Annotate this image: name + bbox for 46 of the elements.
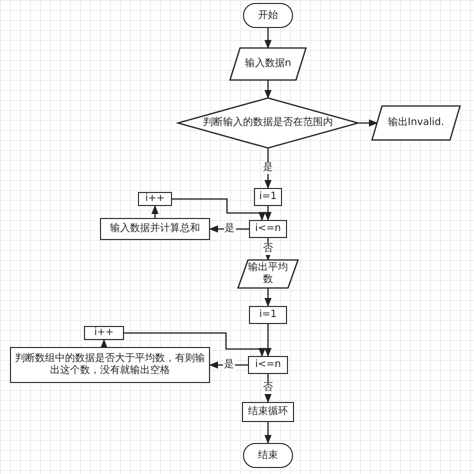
edge-label: 否 [262, 243, 274, 255]
arrow [100, 339, 108, 348]
process-box [242, 402, 294, 422]
process-box [254, 188, 282, 206]
process-box [84, 326, 124, 340]
edge-label: 是 [262, 162, 274, 174]
arrow [172, 198, 266, 221]
process-box [248, 356, 288, 374]
arrow [124, 332, 266, 357]
node-label: 判断数组中的数据是否大于平均数，有则输出这个数，没有就输出空格 [14, 353, 206, 377]
node-label: 结束循环 [247, 406, 289, 418]
process-box [249, 306, 287, 324]
arrow [151, 205, 159, 218]
edge-label: 是 [223, 359, 235, 371]
terminal-shape [243, 443, 293, 468]
terminal-shape [243, 3, 293, 28]
node-label: i++ [93, 327, 115, 339]
edge-label: 否 [262, 382, 274, 394]
arrow [264, 206, 272, 221]
arrow [358, 119, 378, 127]
node-label: i=1 [258, 191, 278, 203]
node-label: 开始 [257, 10, 279, 22]
edge-label: 是 [224, 223, 236, 235]
arrow [264, 324, 272, 357]
node-label: 输出平均数 [247, 262, 289, 286]
process-box [10, 347, 210, 383]
arrow [264, 422, 272, 444]
process-box [100, 218, 210, 240]
node-label: i<=n [254, 359, 282, 371]
decision-diamond [178, 98, 358, 148]
node-label: 输出Invalid. [386, 117, 446, 129]
node-label: i=1 [258, 309, 278, 321]
process-box [138, 192, 172, 206]
node-label: 输入数据n [244, 58, 292, 70]
process-box [249, 220, 287, 238]
arrow [264, 288, 272, 307]
node-label: i<=n [254, 223, 282, 235]
node-label: 输入数据并计算总和 [109, 223, 201, 235]
io-parallelogram [230, 48, 306, 80]
arrow [264, 28, 272, 49]
node-label: 判断输入的数据是否在范围内 [202, 117, 334, 129]
io-parallelogram [238, 260, 298, 288]
node-label: i++ [144, 193, 166, 205]
arrow [264, 80, 272, 99]
io-parallelogram [372, 106, 460, 140]
node-label: 结束 [257, 450, 279, 462]
